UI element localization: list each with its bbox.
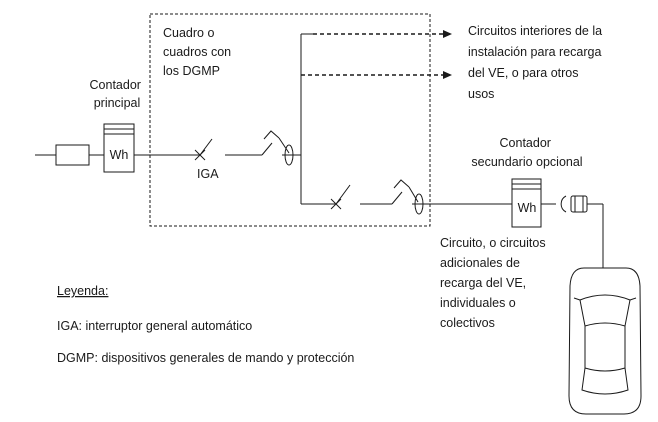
ev-circuits-label: Circuito, o circuitos adicionales de rec… bbox=[440, 236, 549, 330]
interior-circuits-label: Circuitos interiores de la instalación p… bbox=[468, 24, 606, 101]
main-meter: Wh bbox=[103, 123, 135, 173]
main-meter-label: Contador principal bbox=[90, 78, 145, 110]
ev-plug bbox=[541, 195, 604, 268]
electric-vehicle-icon bbox=[568, 267, 642, 415]
ev-differential-switch bbox=[391, 179, 512, 215]
legend-item-iga: IGA: interruptor general automático bbox=[57, 319, 252, 333]
interior-circuit-arrow-1 bbox=[443, 30, 452, 38]
secondary-meter-label: Contador secundario opcional bbox=[471, 136, 582, 169]
panel-label: Cuadro o cuadros con los DGMP bbox=[163, 26, 235, 78]
secondary-meter: Wh bbox=[511, 178, 542, 228]
ev-breaker bbox=[330, 184, 392, 210]
differential-switch-main bbox=[261, 130, 301, 166]
secondary-meter-wh: Wh bbox=[518, 201, 537, 215]
iga-label: IGA bbox=[197, 167, 219, 181]
dgmp-panel-box bbox=[149, 13, 431, 227]
legend-title: Leyenda: bbox=[57, 284, 108, 298]
main-meter-wh: Wh bbox=[110, 148, 129, 162]
interior-circuit-arrow-2 bbox=[443, 71, 452, 79]
main-fuse bbox=[55, 144, 90, 166]
iga-switch bbox=[194, 138, 262, 161]
legend-item-dgmp: DGMP: dispositivos generales de mando y … bbox=[57, 351, 354, 365]
